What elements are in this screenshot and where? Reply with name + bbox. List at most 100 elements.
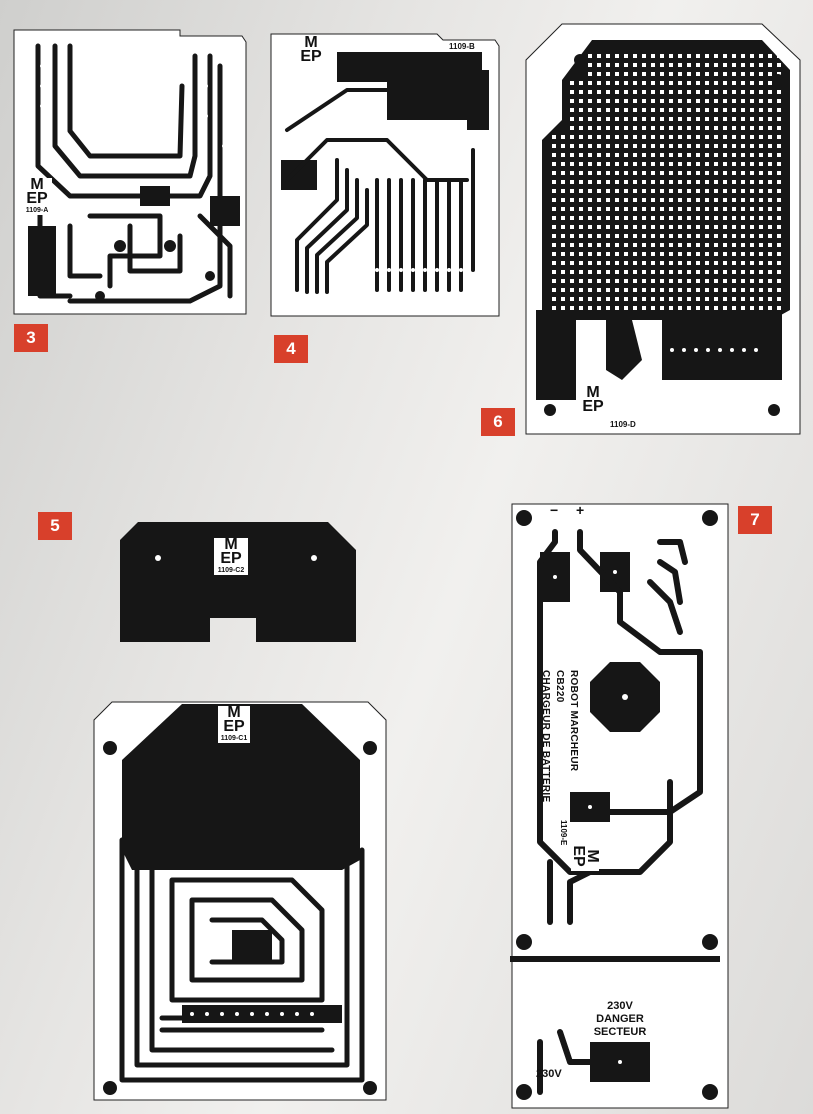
drill-hole: [696, 180, 700, 184]
drill-hole: [606, 189, 610, 193]
drill-hole: [606, 153, 610, 157]
drill-hole: [642, 261, 646, 265]
drill-hole: [651, 234, 655, 238]
drill-hole: [768, 270, 772, 274]
drill-hole: [642, 243, 646, 247]
title-line: CB220: [554, 670, 565, 703]
drill-hole: [741, 270, 745, 274]
drill-hole: [678, 198, 682, 202]
drill-hole: [579, 297, 583, 301]
drill-hole: [606, 180, 610, 184]
drill-hole: [777, 216, 781, 220]
drill-hole: [660, 216, 664, 220]
drill-hole: [768, 99, 772, 103]
drill-hole: [570, 243, 574, 247]
drill-hole: [597, 153, 601, 157]
drill-hole: [768, 306, 772, 310]
drill-hole: [732, 144, 736, 148]
drill-hole: [552, 144, 556, 148]
drill-hole: [741, 162, 745, 166]
drill-hole: [615, 99, 619, 103]
drill-hole: [651, 162, 655, 166]
drill-hole: [633, 225, 637, 229]
drill-hole: [759, 216, 763, 220]
drill-hole: [615, 198, 619, 202]
drill-hole: [768, 117, 772, 121]
drill-hole: [615, 54, 619, 58]
drill-hole: [606, 117, 610, 121]
drill-hole: [696, 216, 700, 220]
drill-hole: [705, 297, 709, 301]
drill-hole: [723, 234, 727, 238]
drill-hole: [750, 99, 754, 103]
drill-hole: [705, 279, 709, 283]
drill-hole: [570, 162, 574, 166]
drill-hole: [741, 126, 745, 130]
drill-hole: [624, 225, 628, 229]
drill-hole: [588, 171, 592, 175]
drill-hole: [570, 261, 574, 265]
drill-hole: [651, 54, 655, 58]
pcb-1109-e: − + ROBOT MARCHEUR CB220 CHARGEUR DE BAT…: [510, 502, 730, 1110]
drill-hole: [696, 207, 700, 211]
drill-hole: [633, 198, 637, 202]
drill-hole: [669, 207, 673, 211]
drill-hole: [768, 162, 772, 166]
warning-danger: DANGER: [596, 1013, 644, 1025]
drill-hole: [741, 171, 745, 175]
drill-hole: [723, 162, 727, 166]
drill-hole: [633, 117, 637, 121]
board-code: 1109-E: [559, 820, 568, 846]
drill-hole: [606, 99, 610, 103]
danger-warning: 230V DANGER SECTEUR: [580, 1000, 660, 1039]
drill-hole: [723, 288, 727, 292]
drill-hole: [777, 252, 781, 256]
drill-hole: [678, 216, 682, 220]
drill-hole: [705, 162, 709, 166]
drill-hole: [588, 72, 592, 76]
drill-hole: [570, 117, 574, 121]
drill-hole: [768, 198, 772, 202]
drill-hole: [759, 162, 763, 166]
drill-hole: [777, 171, 781, 175]
drill-hole: [633, 243, 637, 247]
drill-hole: [570, 153, 574, 157]
drill-hole: [732, 54, 736, 58]
drill-hole: [669, 90, 673, 94]
drill-hole: [615, 171, 619, 175]
drill-hole: [615, 81, 619, 85]
drill-hole: [750, 270, 754, 274]
drill-hole: [597, 81, 601, 85]
drill-hole: [750, 225, 754, 229]
drill-hole: [624, 270, 628, 274]
drill-hole: [777, 99, 781, 103]
drill-hole: [759, 144, 763, 148]
drill-hole: [741, 306, 745, 310]
drill-hole: [741, 198, 745, 202]
drill-hole: [624, 261, 628, 265]
drill-hole: [669, 63, 673, 67]
drill-hole: [633, 54, 637, 58]
drill-hole: [714, 180, 718, 184]
drill-hole: [687, 198, 691, 202]
drill-hole: [741, 216, 745, 220]
drill-hole: [687, 153, 691, 157]
drill-hole: [570, 279, 574, 283]
drill-hole: [759, 54, 763, 58]
drill-hole: [588, 252, 592, 256]
drill-hole: [552, 225, 556, 229]
drill-hole: [678, 135, 682, 139]
drill-hole: [615, 234, 619, 238]
drill-hole: [741, 207, 745, 211]
drill-hole: [552, 153, 556, 157]
drill-hole: [570, 225, 574, 229]
drill-hole: [651, 207, 655, 211]
drill-hole: [651, 72, 655, 76]
drill-hole: [642, 198, 646, 202]
drill-hole: [687, 189, 691, 193]
drill-hole: [615, 63, 619, 67]
drill-hole: [687, 144, 691, 148]
drill-hole: [678, 144, 682, 148]
drill-hole: [732, 198, 736, 202]
drill-hole: [597, 225, 601, 229]
